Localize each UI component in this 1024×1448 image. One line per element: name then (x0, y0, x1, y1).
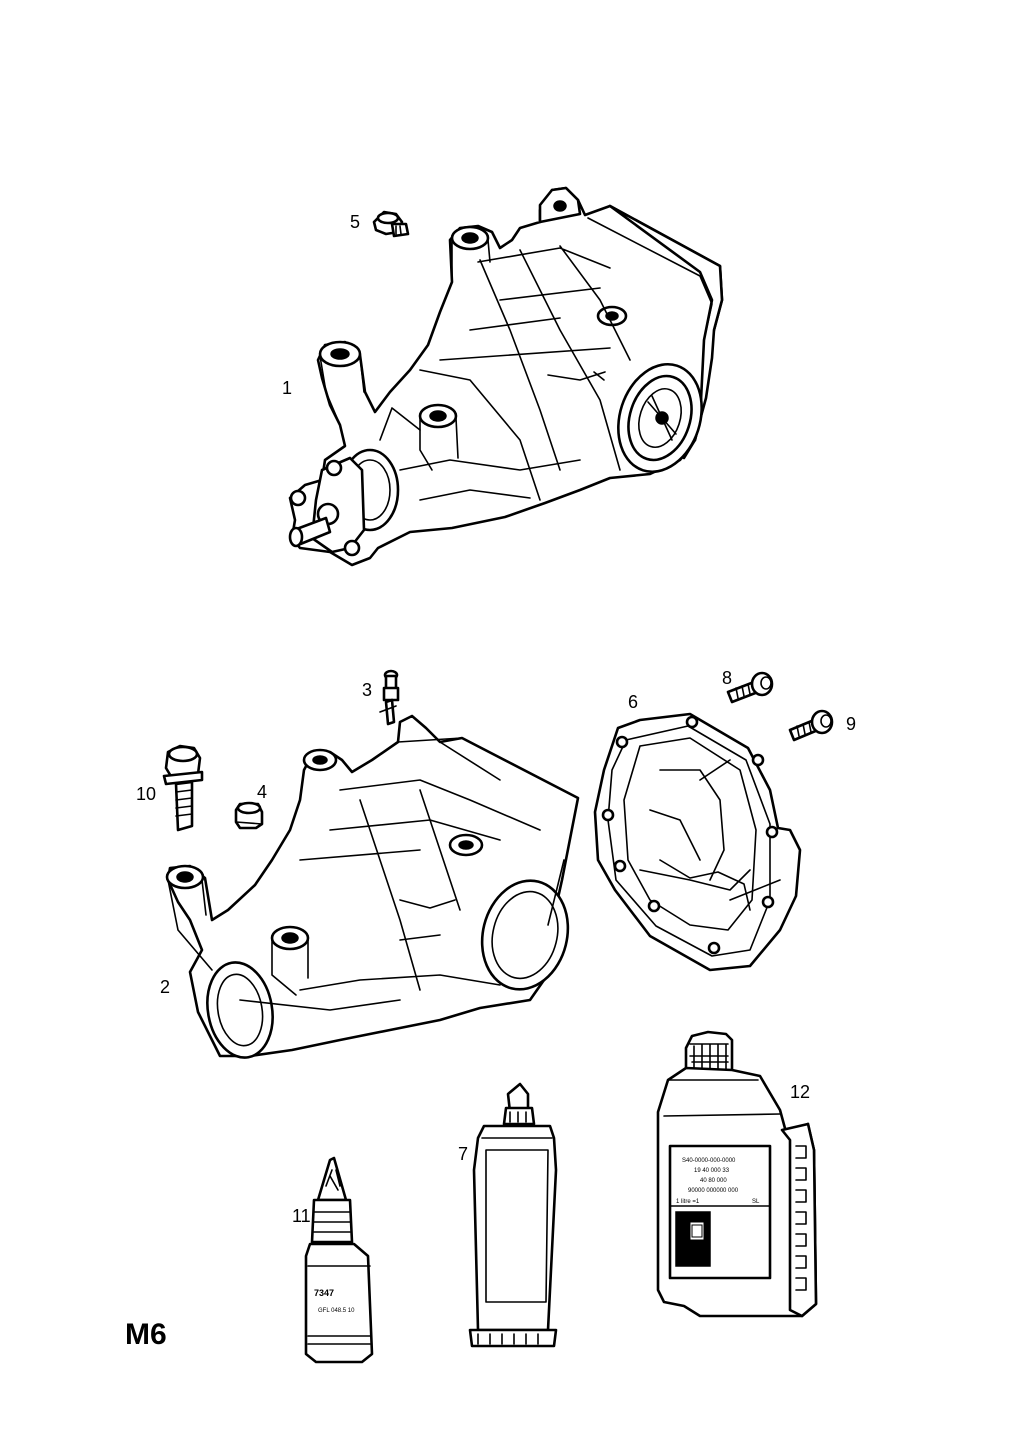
callout-9: 9 (846, 714, 856, 734)
sealant-tube-part (468, 1082, 558, 1348)
oil-label-line-2: 19 40 000 33 (694, 1168, 730, 1174)
oil-label-line-3: 40 80 000 (700, 1178, 727, 1184)
breather-plug-part (372, 210, 410, 238)
callout-11: 11 (292, 1206, 311, 1226)
adhesive-spec-label: GFL 048.5 10 (318, 1308, 355, 1314)
oil-label-volume: 1 litre =1 (676, 1199, 700, 1205)
plug-part (234, 801, 264, 830)
oil-label-marking: SL (752, 1199, 760, 1205)
adhesive-code-label: 7347 (314, 1288, 334, 1298)
callout-10: 10 (136, 784, 156, 804)
callout-4: 4 (257, 782, 267, 802)
screw-part-8 (726, 671, 774, 704)
callout-6: 6 (628, 692, 638, 712)
callout-5: 5 (350, 212, 360, 232)
oil-bottle-part: S40-0000-000-0000 19 40 000 33 40 80 000… (656, 1030, 818, 1318)
callout-1: 1 (282, 378, 292, 398)
callout-12: 12 (790, 1082, 810, 1102)
screw-part-9 (788, 709, 834, 742)
vent-valve-part (379, 669, 400, 726)
differential-assembly-part (288, 186, 724, 567)
adhesive-bottle-part: 7347 GFL 048.5 10 (304, 1156, 374, 1364)
carrier-housing-part (165, 714, 580, 1059)
callout-2: 2 (160, 977, 170, 997)
callout-7: 7 (458, 1144, 468, 1164)
oil-label-line-4: 90000 000000 000 (688, 1188, 739, 1194)
callout-8: 8 (722, 668, 732, 688)
hex-bolt-part (162, 744, 204, 832)
page-code: M6 (125, 1318, 167, 1351)
oil-label-line-1: S40-0000-000-0000 (682, 1158, 736, 1164)
rear-cover-part (593, 712, 802, 972)
callout-3: 3 (362, 680, 372, 700)
